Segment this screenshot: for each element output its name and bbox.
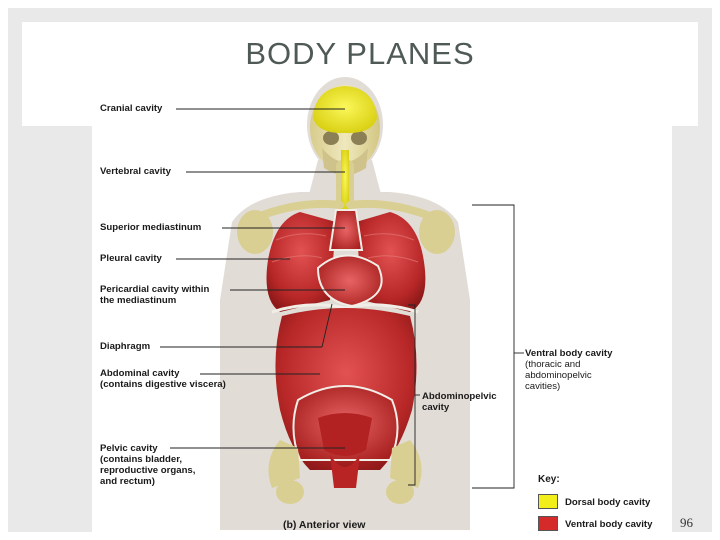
label-vertebral-cavity: Vertebral cavity — [100, 166, 171, 177]
label-abdominopelvic-line-2: cavity — [422, 402, 450, 413]
label-pelvic-line-3: reproductive organs, — [100, 465, 196, 476]
label-pericardial-line-1: Pericardial cavity within — [100, 284, 210, 295]
abdominopelvic-organs — [275, 308, 417, 488]
leader-lines — [160, 108, 524, 489]
cranial-cavity-shape — [313, 86, 377, 134]
shoulder-girdle — [237, 199, 455, 254]
key-label-dorsal: Dorsal body cavity — [565, 497, 651, 508]
page-number: 96 — [680, 515, 693, 530]
label-ventral-body-cavity: Ventral body cavity (thoracic and abdomi… — [525, 348, 612, 392]
label-pelvic-line-2: (contains bladder, — [100, 454, 183, 465]
label-abdominal-line-1: Abdominal cavity — [100, 368, 180, 379]
key-swatch-ventral — [538, 516, 558, 531]
caption-anterior-view: (b) Anterior view — [283, 519, 366, 531]
label-pericardial-line-2: the mediastinum — [100, 295, 177, 306]
label-abdominopelvic-cavity: Abdominopelvic cavity — [422, 391, 497, 413]
label-ventral-line-4: cavities) — [525, 381, 561, 392]
label-pelvic-cavity: Pelvic cavity (contains bladder, reprodu… — [100, 443, 195, 487]
label-diaphragm: Diaphragm — [100, 341, 151, 352]
key-title: Key: — [538, 474, 560, 485]
vertebral-column — [336, 150, 354, 210]
key-swatch-dorsal — [538, 494, 558, 509]
label-pelvic-line-1: Pelvic cavity — [100, 443, 158, 454]
label-ventral-line-1: Ventral body cavity — [525, 348, 613, 359]
label-pericardial-cavity: Pericardial cavity within the mediastinu… — [100, 284, 209, 306]
key-label-ventral: Ventral body cavity — [565, 519, 653, 530]
label-abdominal-line-2: (contains digestive viscera) — [100, 379, 226, 390]
slide-title: BODY PLANES — [245, 36, 475, 71]
label-cranial-cavity: Cranial cavity — [100, 103, 163, 114]
label-pelvic-line-4: and rectum) — [100, 476, 155, 487]
thoracic-organs — [266, 209, 426, 312]
label-superior-mediastinum: Superior mediastinum — [100, 222, 202, 233]
label-abdominal-cavity: Abdominal cavity (contains digestive vis… — [100, 368, 226, 390]
pelvic-girdle — [268, 440, 422, 504]
label-ventral-line-2: (thoracic and — [525, 359, 581, 370]
label-pleural-cavity: Pleural cavity — [100, 253, 162, 264]
label-ventral-line-3: abdominopelvic — [525, 370, 592, 381]
label-abdominopelvic-line-1: Abdominopelvic — [422, 391, 497, 402]
diaphragm-shape — [271, 303, 419, 314]
